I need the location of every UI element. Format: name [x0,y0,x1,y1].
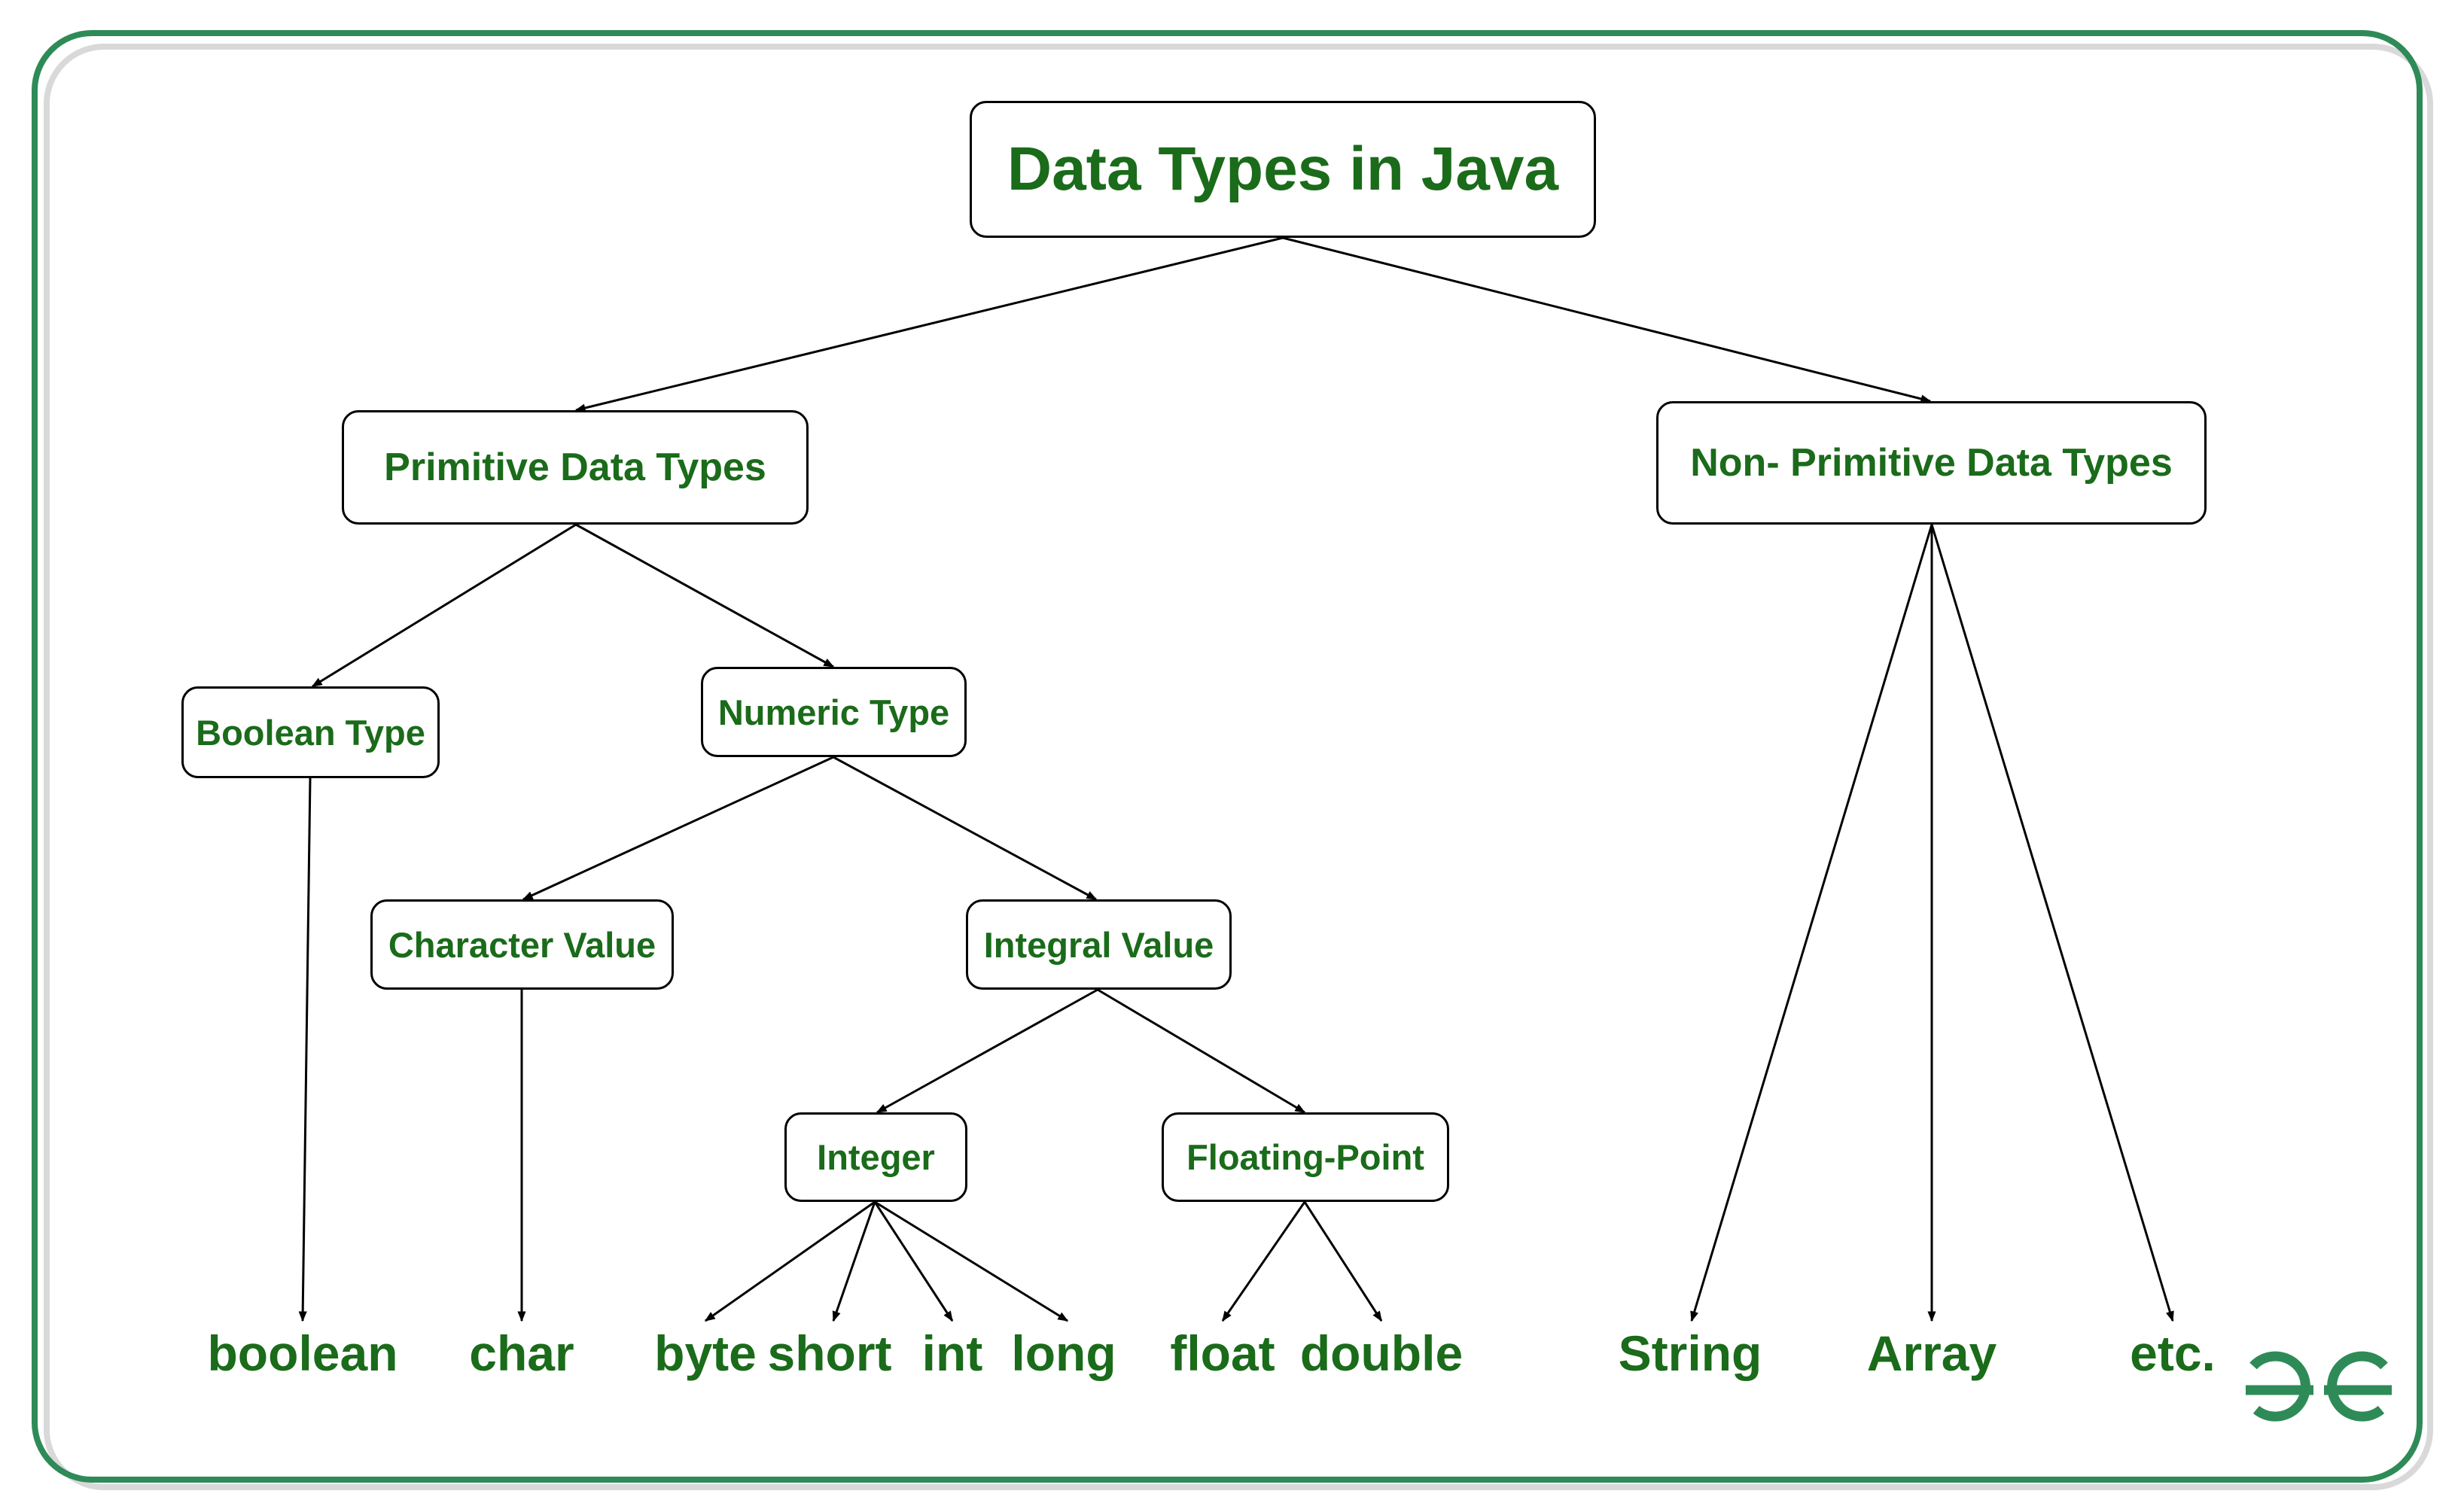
edge-nonprimitive-etc [1930,524,2174,1322]
edge-integer-short [832,1201,876,1322]
node-numeric-type: Numeric Type [701,667,967,757]
node-primitive-data-types: Primitive Data Types [342,410,809,525]
leaf-array: Array [1866,1325,1997,1381]
geeksforgeeks-logo-icon [2246,1351,2392,1422]
edge-integer-long [874,1200,1069,1322]
leaf-int: int [921,1325,983,1381]
leaf-long: long [1011,1325,1116,1381]
edge-floating-float [1221,1201,1306,1322]
leaf-char: char [469,1325,574,1381]
node-integer: Integer [784,1112,967,1202]
logo-right-g [2327,1351,2388,1422]
edge-booleantype-boolean [298,777,312,1322]
leaf-short: short [767,1325,892,1381]
edge-nonprimitive-string [1690,524,1933,1322]
node-integral-value: Integral Value [966,899,1232,990]
edge-root-nonprimitive [1282,236,1932,403]
leaf-float: float [1170,1325,1275,1381]
edge-integer-int [873,1201,954,1322]
edge-primitive-numeric [575,523,835,668]
edge-floating-double [1303,1201,1383,1322]
node-non-primitive-data-types: Non- Primitive Data Types [1656,401,2207,525]
edge-integer-byte [704,1200,876,1322]
edge-primitive-boolean [311,523,577,688]
leaf-etc: etc. [2130,1325,2216,1381]
logo-left-g [2249,1351,2310,1422]
leaf-double: double [1299,1325,1464,1381]
node-boolean-type: Boolean Type [181,686,440,778]
diagram-frame [32,30,2423,1483]
leaf-string: String [1618,1325,1762,1381]
node-floating-point: Floating-Point [1162,1112,1449,1202]
leaf-boolean: boolean [207,1325,398,1381]
leaf-byte: byte [654,1325,757,1381]
node-character-value: Character Value [370,899,674,990]
edge-integral-integer [876,988,1098,1114]
frame-shadow [44,44,2433,1490]
edge-numeric-character [522,756,834,901]
root-node-title: Data Types in Java [970,101,1596,238]
edge-numeric-integral [833,756,1098,901]
edge-root-primitive [574,236,1284,412]
edge-integral-floating [1097,988,1306,1114]
